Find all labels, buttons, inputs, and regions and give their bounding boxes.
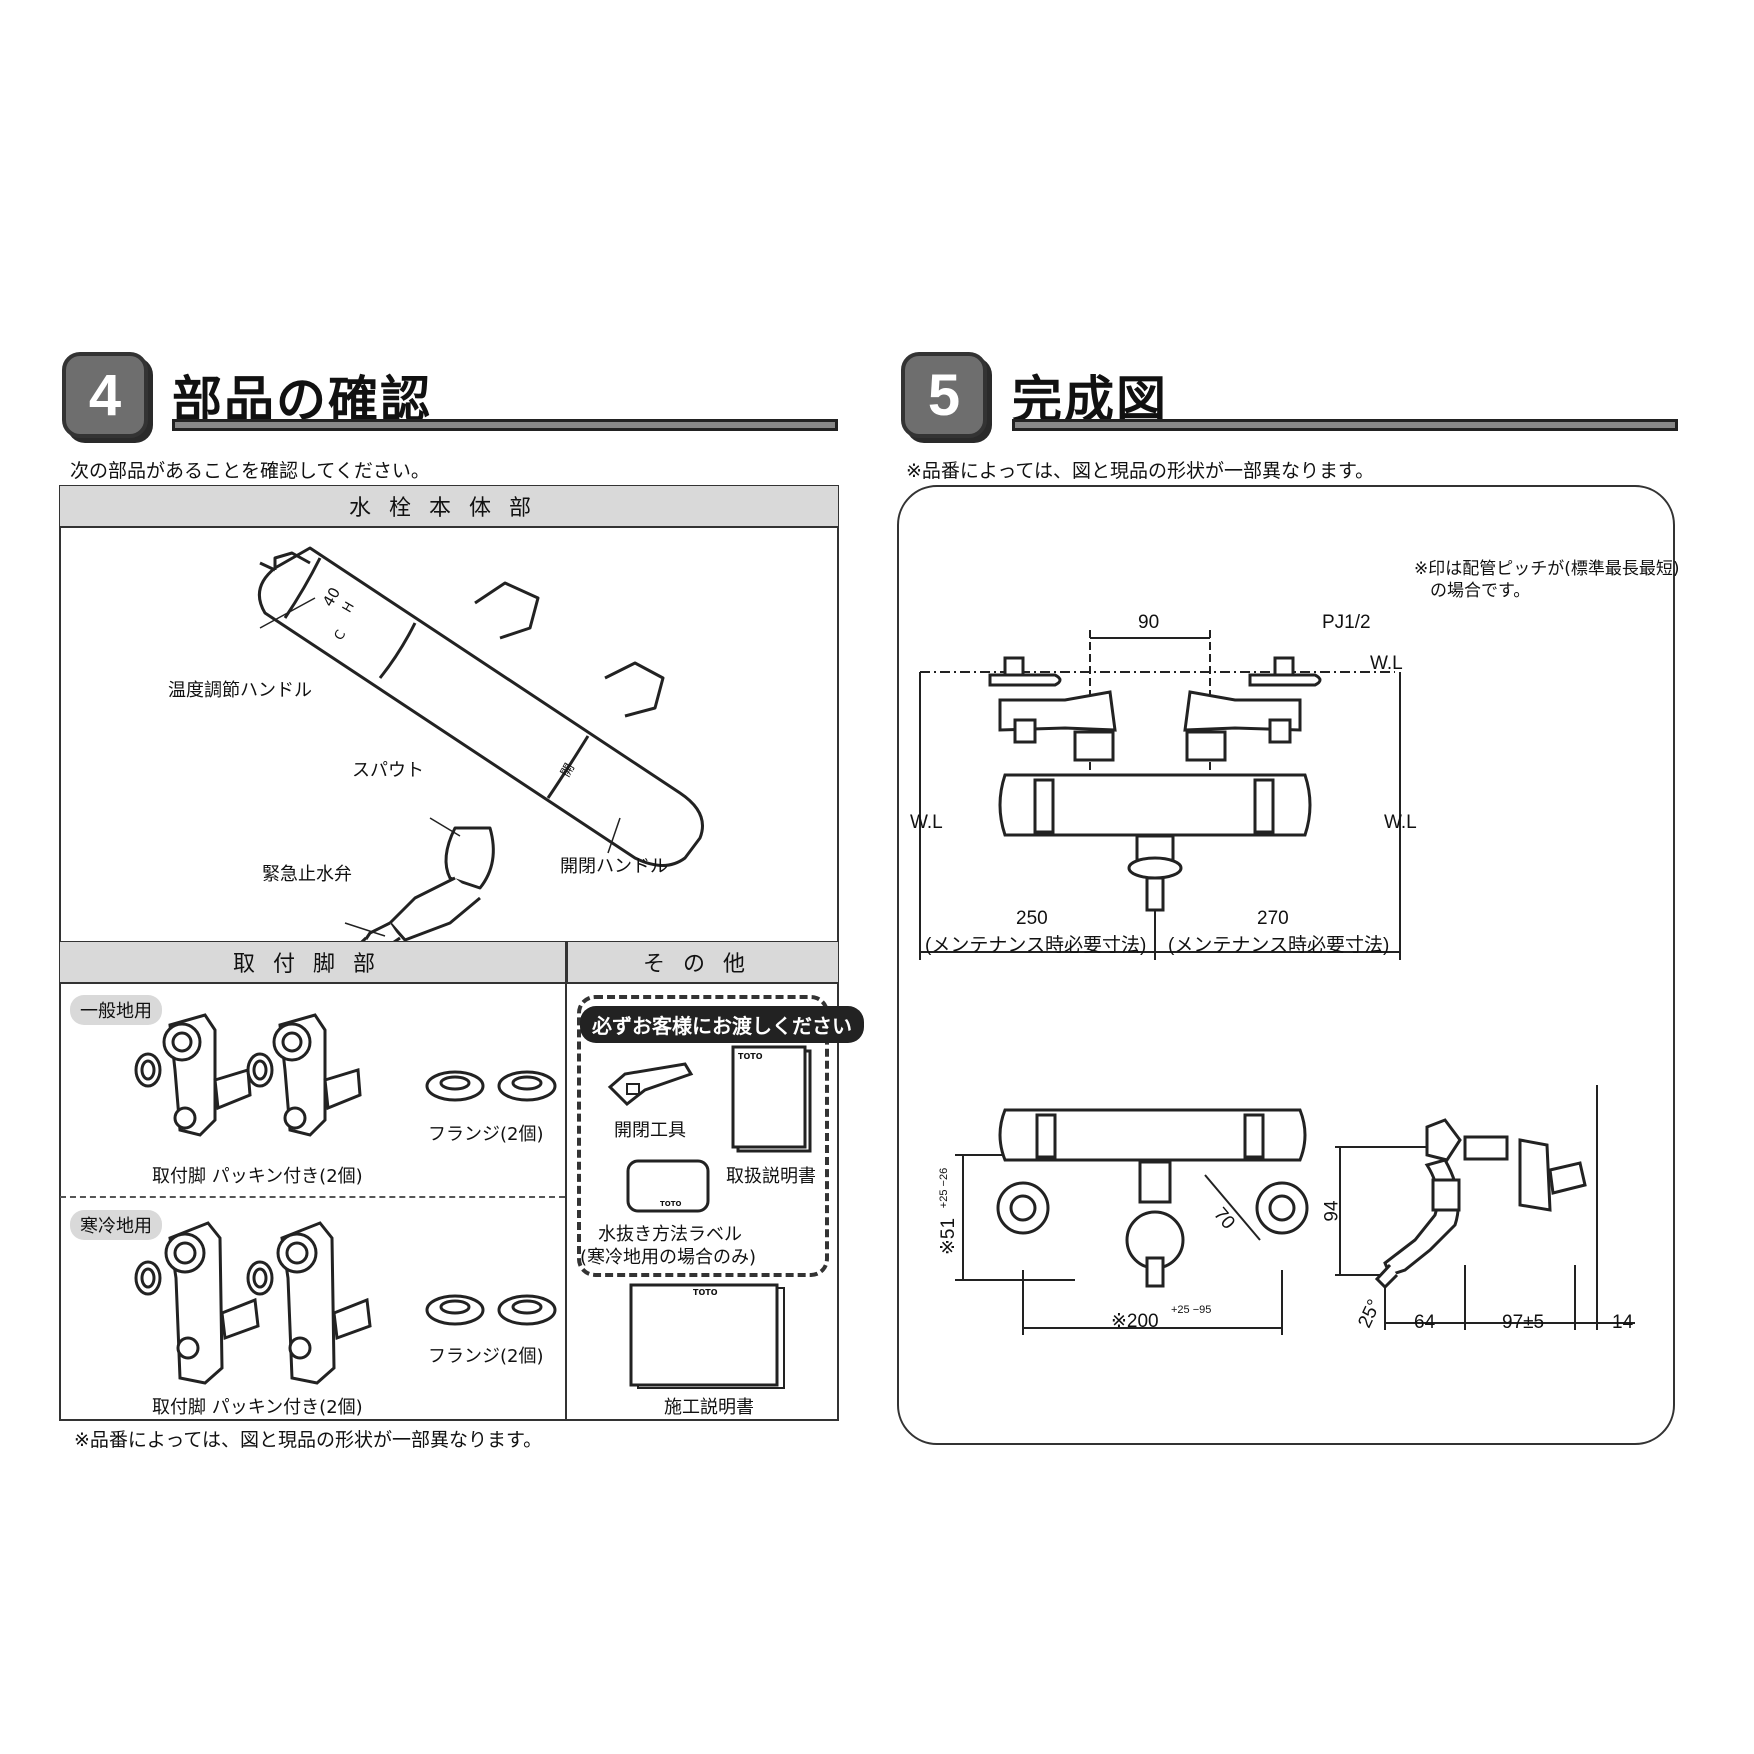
mounting-legs-header: 取付脚部	[60, 942, 566, 984]
user-manual-icon	[731, 1045, 812, 1153]
install-manual-brand: TOTO	[693, 1288, 718, 1297]
dim-wl-top: W.L	[1370, 653, 1403, 674]
section-4-number: 4	[88, 362, 122, 428]
general-legs-illustration	[134, 1013, 362, 1137]
opening-tool-caption: 開閉工具	[614, 1120, 686, 1141]
opening-tool-icon	[607, 1062, 694, 1106]
cold-legs-illustration	[134, 1221, 372, 1385]
pitch-note-line1: ※印は配管ピッチが(標準最長最短)	[1414, 559, 1680, 579]
dim-97: 97±5	[1502, 1312, 1545, 1333]
cold-flange-caption: フランジ(2個)	[428, 1346, 544, 1367]
tag-general-use: 一般地用	[70, 995, 162, 1025]
general-legs-caption: 取付脚 パッキン付き(2個)	[152, 1166, 363, 1187]
section-5-badge: 5	[901, 352, 987, 438]
user-manual-brand: TOTO	[738, 1052, 763, 1061]
install-manual-caption: 施工説明書	[664, 1397, 754, 1418]
label-spout: スパウト	[352, 760, 424, 781]
user-manual-caption: 取扱説明書	[726, 1166, 816, 1187]
dim-51-tol: +25 −26	[938, 1167, 951, 1209]
pitch-note-line2: の場合です。	[1430, 581, 1531, 601]
cold-flanges-illustration	[425, 1294, 557, 1326]
drain-label-icon	[626, 1159, 710, 1213]
section-5-rule	[1012, 419, 1678, 431]
section-4-intro: 次の部品があることを確認してください。	[70, 460, 430, 482]
other-header: その他	[566, 942, 838, 984]
side-view-drawing	[1335, 1085, 1635, 1330]
section-4-badge: 4	[62, 352, 148, 438]
install-manual-icon	[629, 1283, 785, 1389]
dim-14: 14	[1612, 1312, 1634, 1333]
dim-wl-right: W.L	[1384, 812, 1417, 833]
row-divider	[60, 1196, 565, 1198]
section-5-note: ※品番によっては、図と現品の形状が一部異なります。	[906, 460, 1375, 482]
cold-legs-caption: 取付脚 パッキン付き(2個)	[152, 1397, 363, 1418]
dim-51: ※51	[938, 1217, 960, 1256]
dim-270-note: (メンテナンス時必要寸法)	[1168, 935, 1390, 956]
section-4-rule	[172, 419, 838, 431]
drain-label-caption: 水抜き方法ラベル	[598, 1224, 742, 1245]
dim-270: 270	[1257, 908, 1289, 929]
dim-250: 250	[1016, 908, 1048, 929]
must-give-dashed-box	[577, 995, 829, 1277]
must-give-banner: 必ずお客様にお渡しください	[580, 1006, 864, 1043]
dim-90: 90	[1138, 612, 1160, 633]
faucet-body-header: 水栓本体部	[60, 486, 838, 528]
drain-label-brand: TOTO	[660, 1200, 682, 1208]
faucet-body-illustration	[257, 546, 704, 962]
dim-94: 94	[1321, 1200, 1343, 1222]
tag-cold-region: 寒冷地用	[70, 1210, 162, 1240]
dim-250-note: (メンテナンス時必要寸法)	[925, 935, 1147, 956]
dim-pj: PJ1/2	[1322, 612, 1371, 633]
label-temp-handle: 温度調節ハンドル	[168, 680, 312, 701]
dim-wl-left: W.L	[910, 812, 943, 833]
top-view-drawing	[955, 1108, 1309, 1335]
drain-label-note: (寒冷地用の場合のみ)	[580, 1247, 757, 1268]
dim-200: ※200	[1111, 1311, 1159, 1332]
general-flange-caption: フランジ(2個)	[428, 1124, 544, 1145]
dim-64: 64	[1414, 1312, 1436, 1333]
label-open-handle: 開閉ハンドル	[560, 856, 668, 877]
completion-drawing-panel	[897, 485, 1675, 1445]
section-4-footnote: ※品番によっては、図と現品の形状が一部異なります。	[74, 1429, 543, 1451]
dim-200-tol: +25 −95	[1171, 1304, 1212, 1316]
front-view-drawing	[919, 630, 1401, 960]
general-flanges-illustration	[425, 1070, 557, 1102]
label-emergency-valve: 緊急止水弁	[262, 864, 352, 885]
section-5-number: 5	[927, 362, 961, 428]
column-divider	[565, 942, 567, 1420]
